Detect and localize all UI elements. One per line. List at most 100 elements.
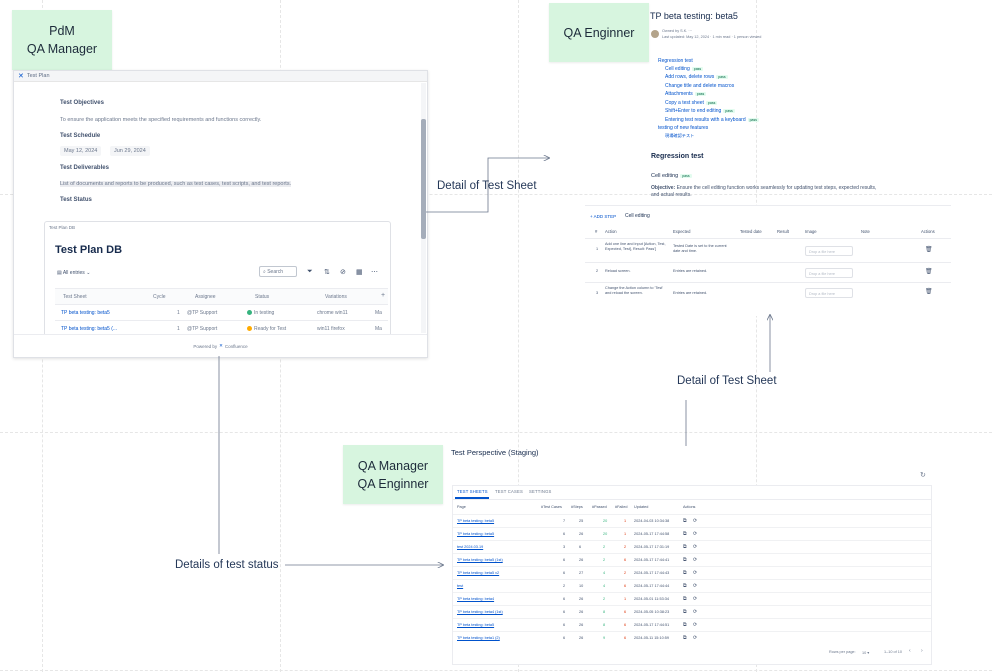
row-sheet-link[interactable]: TP beta testing: beta5 (...: [61, 326, 118, 332]
role-note-qa-enginner[interactable]: QA Enginner: [549, 3, 649, 62]
step-expected[interactable]: Entries are retained.: [673, 291, 708, 295]
toc-item[interactable]: Change title and delete macros: [665, 83, 734, 89]
sync-icon[interactable]: ⟳: [693, 596, 698, 602]
sync-icon[interactable]: ⟳: [693, 622, 698, 628]
page-link[interactable]: TP beta testing: beta5 v2: [457, 571, 500, 575]
avatar[interactable]: [651, 30, 659, 38]
step-row[interactable]: 3 Change the Action column to 'Test' and…: [585, 282, 951, 303]
sync-icon[interactable]: ⟳: [693, 557, 698, 563]
tab-settings[interactable]: SETTINGS: [529, 489, 552, 494]
row-status-label: Ready for Test: [254, 326, 287, 332]
page-link[interactable]: test: [457, 584, 464, 588]
role-note-qa-manager-enginner[interactable]: QA Manager QA Enginner: [343, 445, 443, 504]
copy-icon[interactable]: ⧉: [683, 583, 687, 589]
cell-test-cases: 6: [563, 597, 566, 601]
add-column-icon[interactable]: +: [381, 292, 386, 299]
next-page-icon[interactable]: ›: [921, 648, 923, 654]
role-note-pdm-qa-manager[interactable]: PdM QA Manager: [12, 10, 112, 70]
page-link[interactable]: TP beta testing: beta1 (2): [457, 636, 500, 640]
date-start[interactable]: May 12, 2024: [60, 146, 102, 156]
page-link[interactable]: TP beta testing: beta4 (1st): [457, 610, 503, 614]
trash-icon[interactable]: 🗑: [925, 269, 933, 275]
page-link[interactable]: TP beta testing: beta5: [457, 532, 495, 536]
sync-icon[interactable]: ⟳: [693, 570, 698, 576]
more-icon[interactable]: ⋯: [371, 269, 378, 276]
sync-icon[interactable]: ⟳: [693, 583, 698, 589]
page-link[interactable]: TP beta testing: beta5: [457, 519, 495, 523]
step-expected[interactable]: Entries are retained.: [673, 269, 708, 273]
page-link[interactable]: TP beta testing: beta4: [457, 597, 495, 601]
sort-icon[interactable]: ⇅: [324, 269, 330, 276]
row-cycle: 1: [177, 326, 180, 332]
toc-item[interactable]: Regression test: [658, 58, 693, 64]
cell-failed: 1: [624, 519, 627, 523]
tab-test-cases[interactable]: TEST CASES: [495, 489, 523, 494]
step-action[interactable]: Reload screen.: [605, 269, 631, 273]
trash-icon[interactable]: 🗑: [925, 247, 933, 253]
sync-icon[interactable]: ⟳: [693, 544, 698, 550]
copy-icon[interactable]: ⧉: [683, 557, 687, 563]
cell-steps: 10: [579, 584, 584, 588]
image-drop-zone[interactable]: Drop a file here: [805, 288, 853, 298]
sync-icon[interactable]: ⟳: [693, 609, 698, 615]
copy-icon[interactable]: ⧉: [683, 635, 687, 641]
sync-icon[interactable]: ⟳: [693, 531, 698, 537]
image-drop-zone[interactable]: Drop a file here: [805, 268, 853, 278]
refresh-icon[interactable]: ↻: [920, 472, 926, 479]
scrollbar[interactable]: [421, 83, 426, 333]
all-entries-dropdown[interactable]: ▤ All entries ⌄: [57, 270, 91, 276]
db-row[interactable]: TP beta testing: beta5 1 @TP Support In …: [55, 304, 388, 321]
row-sheet-link[interactable]: TP beta testing: beta5: [61, 310, 110, 316]
sync-icon[interactable]: ⟳: [693, 518, 698, 524]
filter-icon[interactable]: ⏷: [307, 268, 313, 275]
trash-icon[interactable]: 🗑: [925, 289, 933, 295]
status-heading: Test Status: [60, 197, 92, 203]
image-drop-zone[interactable]: Drop a file here: [805, 246, 853, 256]
page-link[interactable]: TP beta testing: beta5 (1st): [457, 558, 503, 562]
sync-icon[interactable]: ⟳: [693, 635, 698, 641]
step-action[interactable]: Add one line and input [Action, Test, Ex…: [605, 242, 666, 251]
copy-icon[interactable]: ⧉: [683, 596, 687, 602]
close-icon[interactable]: ✕: [18, 73, 24, 80]
page-link[interactable]: TP beta testing: beta5: [457, 623, 495, 627]
rows-per-page-select[interactable]: 10 ▾: [862, 650, 869, 655]
toc-item[interactable]: 現場確認テスト: [665, 133, 694, 139]
copy-icon[interactable]: ⧉: [683, 622, 687, 628]
copy-icon[interactable]: ⧉: [683, 609, 687, 615]
date-end[interactable]: Jun 29, 2024: [110, 146, 150, 156]
step-action[interactable]: Change the Action column to 'Test' and r…: [605, 286, 664, 295]
copy-icon[interactable]: ⧉: [683, 570, 687, 576]
scrollbar-thumb[interactable]: [421, 119, 426, 239]
add-step-button[interactable]: + ADD STEP: [590, 214, 617, 219]
tab-test-sheets[interactable]: TEST SHEETS: [457, 489, 488, 494]
step-row[interactable]: 2 Reload screen. Entries are retained. D…: [585, 262, 951, 283]
copy-icon[interactable]: ⧉: [683, 518, 687, 524]
step-row[interactable]: 1 Add one line and input [Action, Test, …: [585, 238, 951, 259]
layout-icon[interactable]: ▦: [356, 269, 363, 276]
copy-icon[interactable]: ⧉: [683, 544, 687, 550]
db-search-input[interactable]: ⌕ Search: [259, 266, 297, 277]
toc-item[interactable]: testing of new features: [658, 125, 708, 131]
prev-page-icon[interactable]: ‹: [909, 648, 911, 654]
step-expected[interactable]: Tested Date is set to the current date a…: [673, 244, 727, 253]
copy-icon[interactable]: ⧉: [683, 531, 687, 537]
db-row[interactable]: TP beta testing: beta5 (... 1 @TP Suppor…: [55, 320, 388, 335]
share-icon[interactable]: ⊘: [340, 269, 346, 276]
page-link[interactable]: test 2024.03.19: [457, 545, 484, 549]
